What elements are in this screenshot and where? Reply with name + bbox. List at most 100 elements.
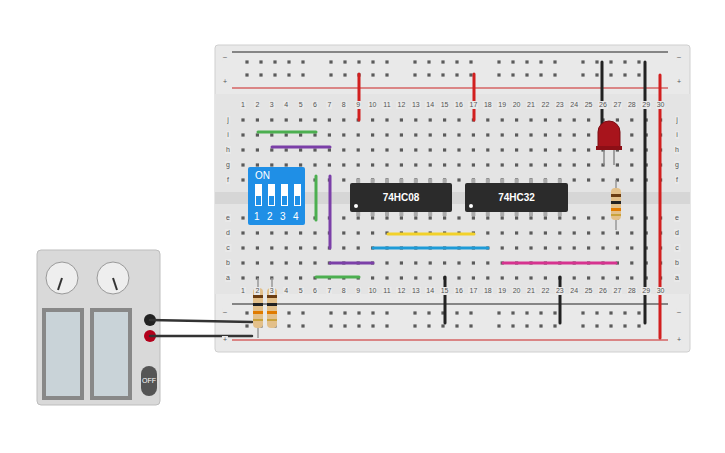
breadboard-marking: j [675,116,679,124]
breadboard-marking: + [222,78,228,86]
breadboard-marking: 21 [526,101,536,109]
switch-marking: 1 [254,211,260,222]
breadboard [215,45,690,352]
breadboard-marking: 11 [382,287,391,295]
chip-label: 74HC08 [383,192,420,203]
breadboard-marking: 5 [298,287,304,295]
breadboard-marking: 17 [468,287,478,295]
breadboard-marking: d [225,229,231,237]
breadboard-marking: 9 [355,287,361,295]
breadboard-marking: – [676,53,682,61]
switch-marking: 4 [293,211,299,222]
breadboard-marking: b [674,259,680,267]
switch-marking: ON [255,170,270,181]
breadboard-marking: 11 [382,101,391,109]
breadboard-marking: 30 [656,287,666,295]
chip-label: 74HC32 [498,192,535,203]
breadboard-marking: 20 [512,101,522,109]
breadboard-marking: 12 [396,101,406,109]
breadboard-marking: f [675,176,679,184]
pin1-dot [469,204,473,208]
breadboard-marking: c [225,244,231,252]
jumper-wires [150,62,660,338]
breadboard-marking: 22 [540,287,550,295]
breadboard-marking: 23 [555,101,565,109]
breadboard-marking: 28 [627,287,637,295]
breadboard-marking: 16 [454,101,464,109]
breadboard-marking: f [226,176,230,184]
breadboard-marking: 29 [641,101,651,109]
breadboard-marking: 7 [326,101,332,109]
breadboard-marking: 2 [254,101,260,109]
breadboard-marking: i [226,131,230,139]
breadboard-marking: + [676,336,682,344]
breadboard-marking: g [225,161,231,169]
breadboard-marking: 13 [411,287,421,295]
breadboard-marking: 8 [341,101,347,109]
breadboard-marking: c [674,244,680,252]
breadboard-marking: 20 [512,287,522,295]
breadboard-marking: 22 [540,101,550,109]
switch-slider [294,184,301,206]
breadboard-marking: a [225,274,231,282]
dip-switch: ON1234 [248,167,305,225]
power-supply [37,250,160,405]
switch-slider [255,184,262,206]
breadboard-marking: j [226,116,230,124]
breadboard-marking: – [222,53,228,61]
switch-marking: 3 [280,211,286,222]
breadboard-marking: 3 [269,101,275,109]
breadboard-marking: 8 [341,287,347,295]
breadboard-marking: 5 [298,101,304,109]
breadboard-marking: 15 [440,101,450,109]
breadboard-marking: 25 [584,287,594,295]
resistor [267,278,277,328]
breadboard-marking: 4 [283,101,289,109]
breadboard-marking: 17 [468,101,478,109]
breadboard-marking: 26 [598,101,608,109]
breadboard-marking: 29 [641,287,651,295]
breadboard-marking: 6 [312,101,318,109]
led [596,121,622,165]
breadboard-marking: h [674,146,680,154]
breadboard-marking: + [676,78,682,86]
breadboard-marking: 19 [497,287,507,295]
logic-chip: 74HC08 [350,183,452,212]
breadboard-holes [241,60,662,327]
resistor [253,278,263,338]
breadboard-marking: – [222,308,228,316]
breadboard-marking: d [674,229,680,237]
breadboard-marking: 21 [526,287,536,295]
breadboard-marking: 9 [355,101,361,109]
breadboard-marking: 6 [312,287,318,295]
breadboard-marking: g [674,161,680,169]
breadboard-marking: 18 [483,101,493,109]
resistor [611,180,621,230]
switch-slider [268,184,275,206]
switch-label: OFF [141,377,157,385]
switch-slider [281,184,288,206]
breadboard-marking: a [674,274,680,282]
breadboard-marking: 13 [411,101,421,109]
breadboard-marking: 24 [569,287,579,295]
breadboard-marking: i [675,131,679,139]
breadboard-marking: 2 [254,287,260,295]
breadboard-marking: b [225,259,231,267]
breadboard-marking: 3 [269,287,275,295]
logic-chip: 74HC32 [465,183,568,212]
breadboard-marking: 4 [283,287,289,295]
breadboard-marking: 7 [326,287,332,295]
breadboard-marking: 1 [240,287,246,295]
breadboard-marking: 28 [627,101,637,109]
breadboard-marking: 30 [656,101,666,109]
breadboard-marking: 14 [425,287,435,295]
breadboard-marking: 18 [483,287,493,295]
breadboard-marking: 10 [368,101,378,109]
breadboard-marking: 19 [497,101,507,109]
breadboard-marking: 27 [612,101,622,109]
breadboard-marking: 1 [240,101,246,109]
breadboard-marking: 26 [598,287,608,295]
breadboard-marking: 14 [425,101,435,109]
pin1-dot [354,204,358,208]
